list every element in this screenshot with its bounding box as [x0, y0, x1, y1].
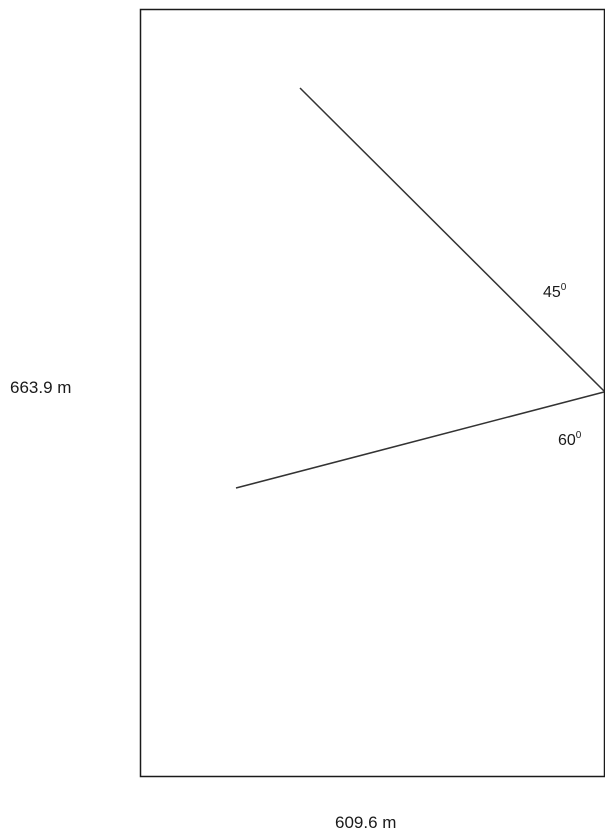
- angle-value-45: 45: [543, 284, 561, 301]
- height-dimension-label: 663.9 m: [10, 378, 71, 397]
- angle-label-45: 450: [543, 282, 567, 301]
- angle-label-60: 600: [558, 430, 582, 449]
- angle-value-60: 60: [558, 432, 576, 449]
- angle-degree-45: 0: [561, 282, 567, 293]
- line-45-degrees: [299, 87, 605, 392]
- field-boundary: [139, 8, 605, 778]
- angle-degree-60: 0: [576, 430, 582, 441]
- width-dimension-label: 609.6 m: [335, 813, 396, 832]
- line-60-degrees: [235, 391, 605, 489]
